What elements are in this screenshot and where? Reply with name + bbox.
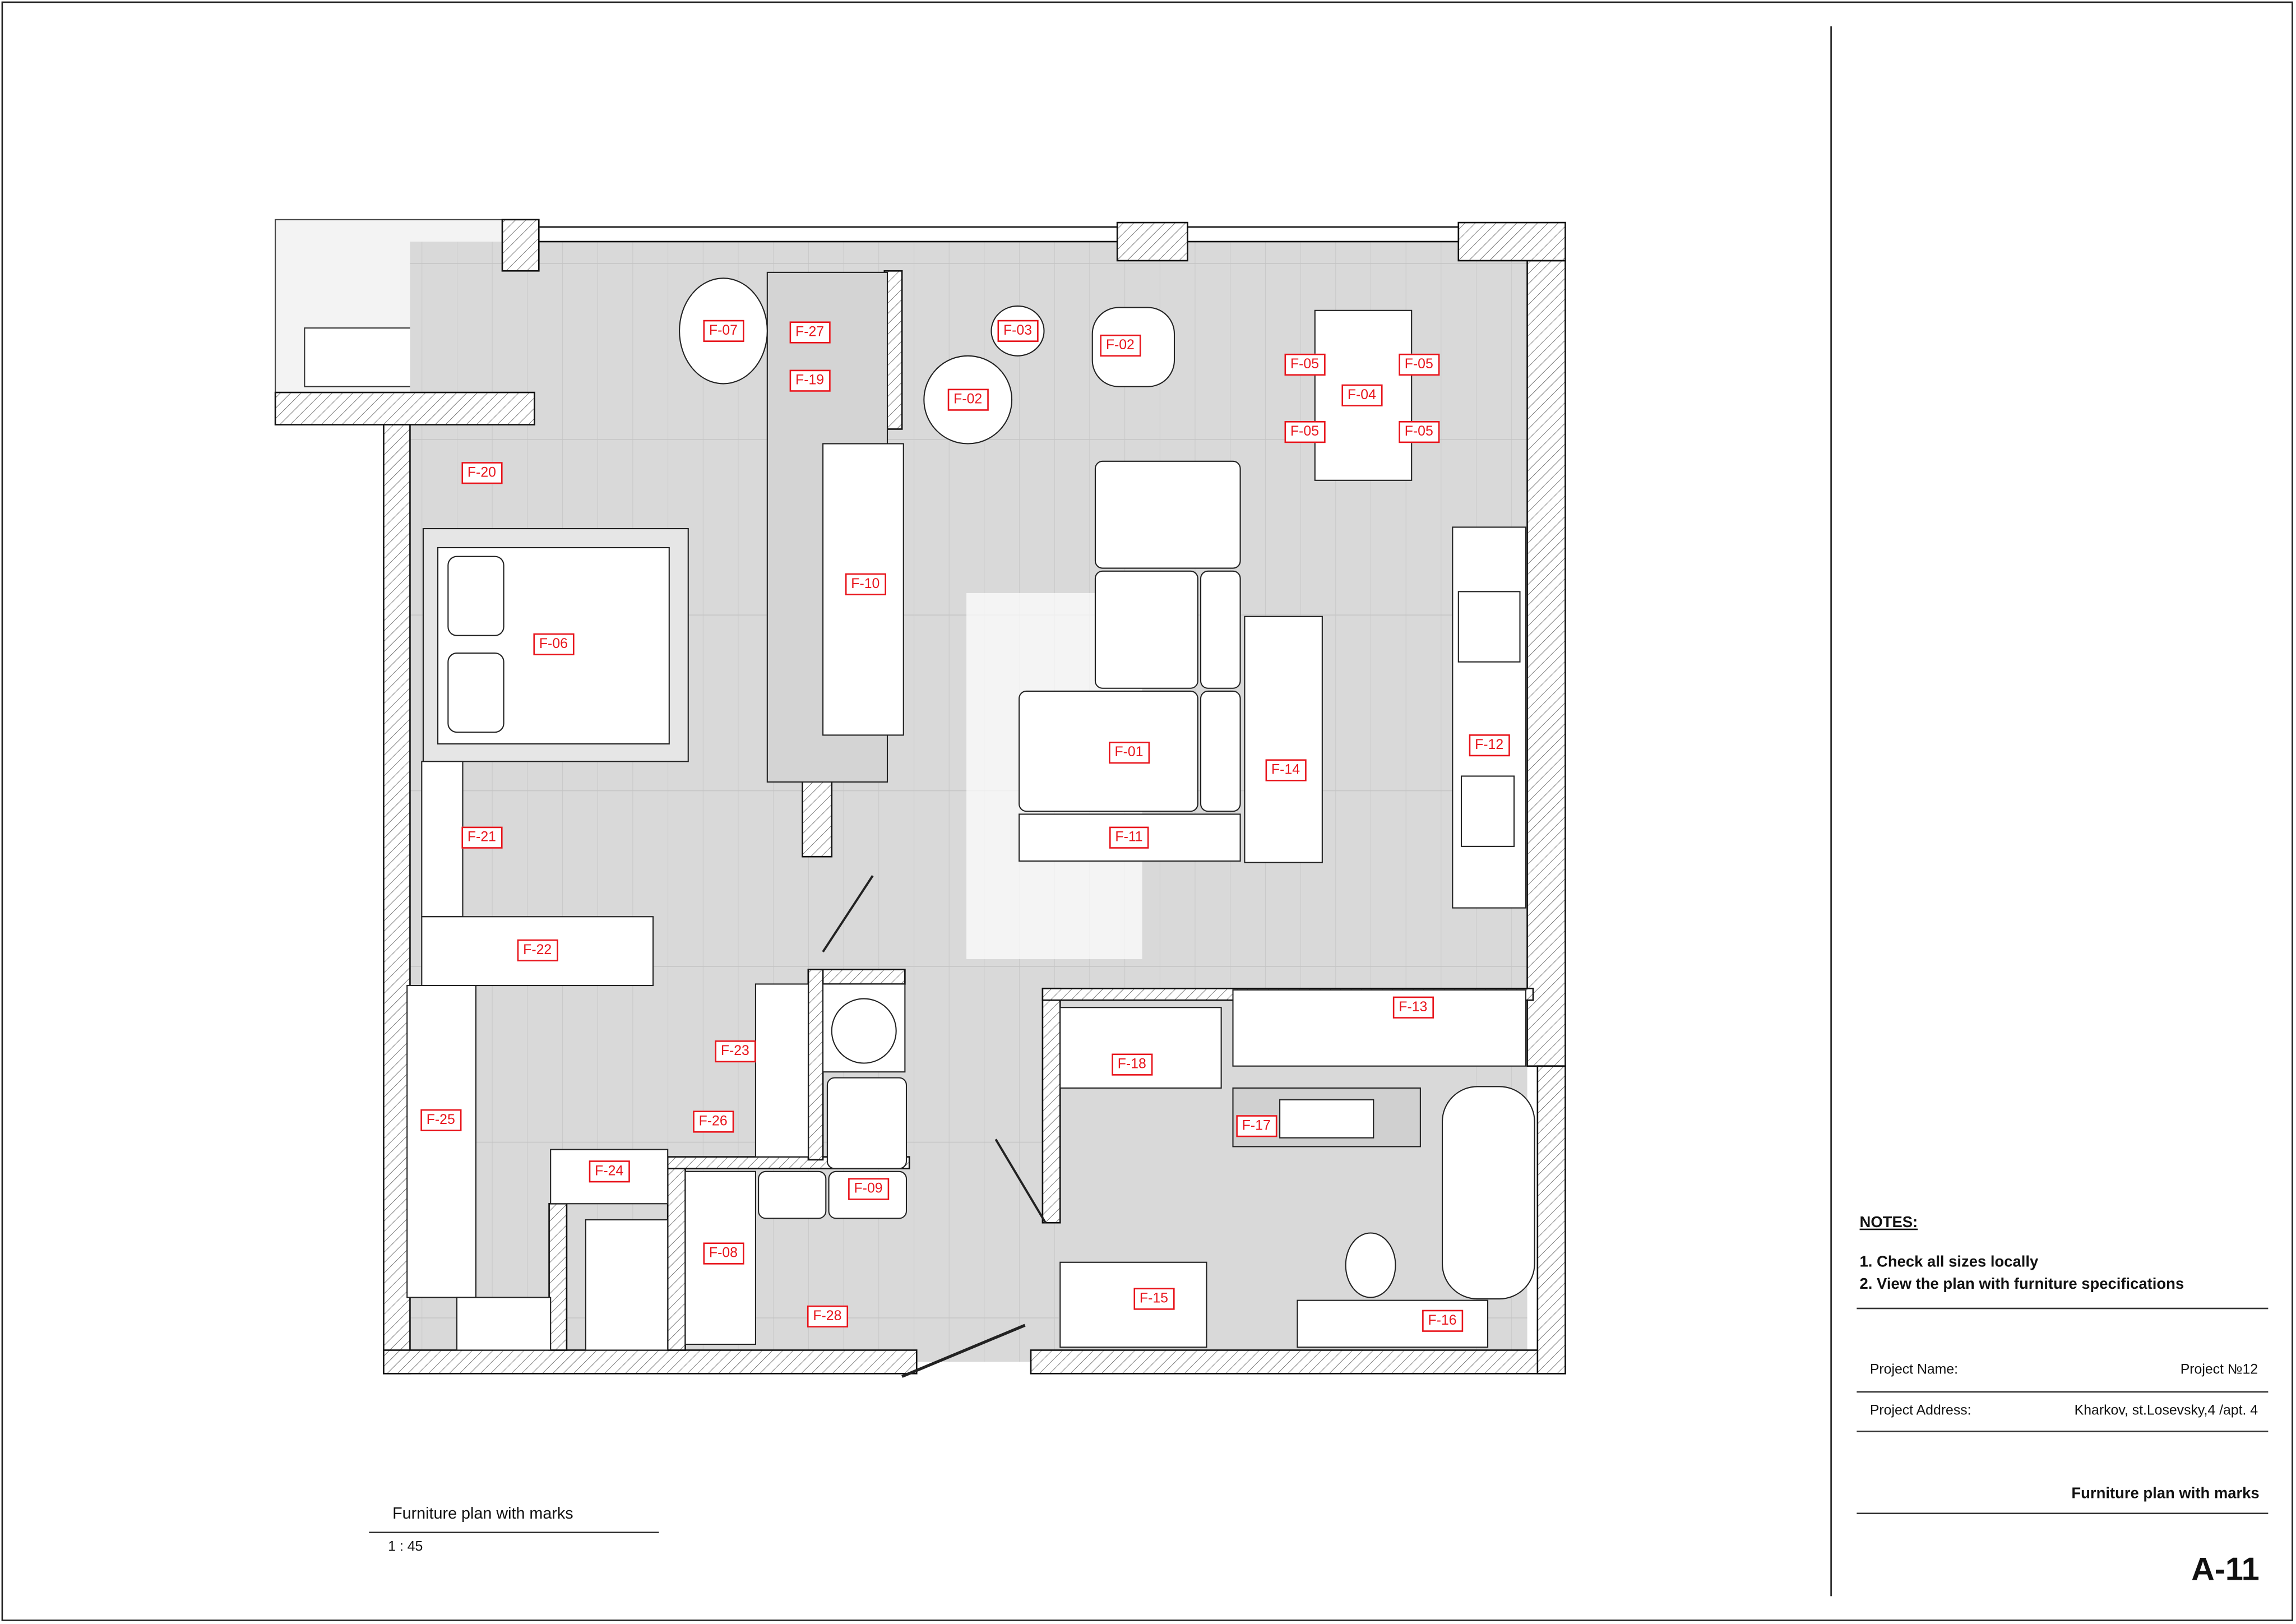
furniture-mark-f-02: F-02	[947, 388, 988, 411]
bathroom-door	[994, 1139, 1047, 1224]
drawing-title: Furniture plan with marks	[2071, 1484, 2260, 1503]
project-address-label: Project Address:	[1869, 1403, 1971, 1419]
sofa-seat	[1094, 570, 1198, 689]
furniture-mark-f-04: F-04	[1341, 384, 1382, 406]
storage	[456, 1297, 552, 1351]
furniture-mark-f-20: F-20	[461, 462, 502, 484]
rule	[1857, 1391, 2269, 1393]
furniture	[406, 271, 1535, 1378]
furniture-mark-f-24: F-24	[589, 1160, 629, 1183]
furniture-mark-f-06: F-06	[533, 633, 574, 655]
note-1: 1. Check all sizes locally	[1859, 1253, 2039, 1271]
furniture-mark-f-07: F-07	[703, 320, 744, 342]
plan-scale: 1 : 45	[388, 1539, 423, 1556]
project-address: Kharkov, st.Losevsky,4 /apt. 4	[2074, 1403, 2258, 1419]
furniture-mark-f-12: F-12	[1469, 734, 1510, 757]
title-block-divider	[1830, 26, 1832, 1597]
rule	[1857, 1431, 2269, 1432]
closet	[754, 983, 809, 1158]
furniture-mark-f-09: F-09	[848, 1178, 889, 1200]
furniture-mark-f-21: F-21	[461, 826, 502, 849]
furniture-mark-f-10: F-10	[845, 573, 886, 595]
furniture-mark-f-05: F-05	[1284, 353, 1325, 376]
washing-machine	[822, 983, 906, 1073]
shelf	[421, 761, 464, 918]
note-2: 2. View the plan with furniture specific…	[1859, 1275, 2184, 1293]
furniture-mark-f-01: F-01	[1109, 742, 1150, 764]
furniture-mark-f-16: F-16	[1422, 1310, 1463, 1332]
bench	[758, 1170, 827, 1219]
furniture-mark-f-23: F-23	[715, 1040, 756, 1063]
furniture-mark-f-19: F-19	[789, 369, 830, 392]
furniture-mark-f-02: F-02	[1100, 334, 1141, 357]
bench	[826, 1077, 908, 1169]
laundry-cabinet	[1059, 1261, 1207, 1348]
sofa-arm	[1200, 570, 1241, 689]
hall-cabinet	[585, 1219, 669, 1351]
plan-caption: Furniture plan with marks	[392, 1505, 573, 1523]
interior-door	[822, 875, 874, 953]
side-table	[1244, 616, 1323, 863]
project-name: Project №12	[2180, 1362, 2258, 1378]
furniture-mark-f-26: F-26	[693, 1111, 734, 1133]
pillow	[447, 556, 504, 636]
furniture-mark-f-13: F-13	[1392, 996, 1433, 1019]
furniture-mark-f-27: F-27	[789, 321, 830, 344]
basin	[1279, 1099, 1374, 1139]
furniture-mark-f-18: F-18	[1112, 1053, 1152, 1076]
wardrobe-hall	[406, 984, 477, 1298]
furniture-mark-f-15: F-15	[1133, 1288, 1174, 1310]
kitchen-lower-cabinets	[1232, 989, 1526, 1067]
toilet	[1345, 1232, 1396, 1298]
balcony-radiator	[304, 327, 416, 387]
kitchen-sink	[1460, 775, 1515, 847]
bath-cabinet	[1059, 1007, 1222, 1089]
sofa-seat	[1019, 690, 1198, 812]
caption-rule	[369, 1532, 659, 1534]
entrance-door	[901, 1324, 1026, 1378]
furniture-mark-f-17: F-17	[1236, 1115, 1277, 1137]
notes-heading: NOTES:	[1859, 1214, 1918, 1232]
bathtub	[1442, 1086, 1535, 1300]
cooktop	[1457, 591, 1521, 663]
sofa-back	[1094, 460, 1241, 569]
furniture-mark-f-05: F-05	[1399, 421, 1439, 443]
pillow	[447, 653, 504, 733]
kitchen-counter	[1452, 526, 1526, 909]
furniture-mark-f-14: F-14	[1265, 759, 1306, 781]
furniture-mark-f-25: F-25	[420, 1109, 461, 1131]
furniture-mark-f-22: F-22	[517, 939, 558, 961]
furniture-mark-f-08: F-08	[703, 1242, 744, 1265]
furniture-mark-f-05: F-05	[1284, 421, 1325, 443]
rule	[1857, 1307, 2269, 1310]
furniture-mark-f-28: F-28	[807, 1305, 848, 1327]
sheet-number: A-11	[2191, 1551, 2260, 1588]
furniture-mark-f-11: F-11	[1109, 826, 1149, 849]
rule	[1857, 1512, 2269, 1515]
furniture-mark-f-05: F-05	[1399, 353, 1439, 376]
hall-cabinet	[684, 1170, 756, 1345]
sofa-arm	[1200, 690, 1241, 812]
project-name-label: Project Name:	[1869, 1362, 1959, 1378]
furniture-mark-f-03: F-03	[997, 320, 1038, 342]
